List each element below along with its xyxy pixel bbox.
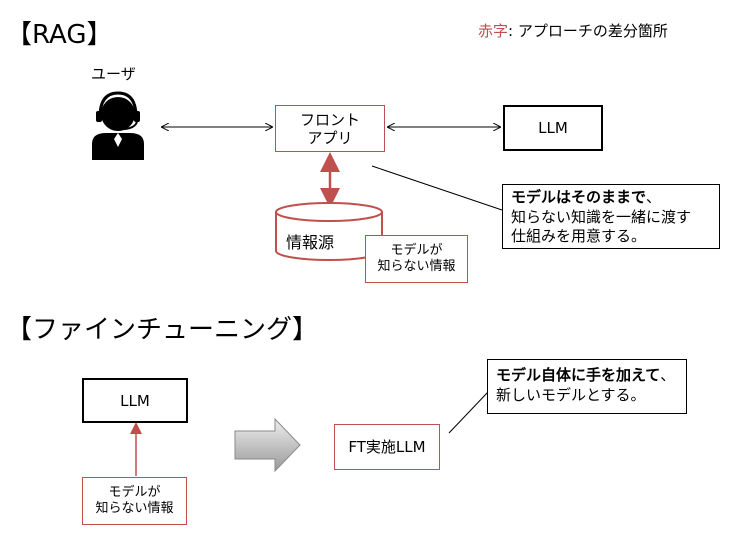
ft-note-line1: モデルが [108,485,161,501]
callout-pointer-rag [371,165,503,211]
ft-heading: 【ファインチューニング】 [6,315,319,345]
ft-callout-line1-rest: 、 [660,366,676,384]
front-app-line2: アプリ [307,128,353,147]
rag-note-line1: モデルが [390,243,443,259]
rag-callout-line1-rest: 、 [646,188,662,206]
rag-callout-line2: 知らない知識を一緒に渡す [511,207,692,226]
block-arrow-right-icon [234,417,301,473]
front-app-box: フロント アプリ [275,105,385,152]
rag-note-box: モデルが 知らない情報 [365,235,468,283]
rag-note-line2: 知らない情報 [377,259,456,274]
legend-red-label: 赤字 [478,22,509,40]
user-headset-icon [92,91,144,160]
legend: 赤字: アプローチの差分箇所 [478,20,668,41]
rag-callout-line3: 仕組みを用意する。 [511,227,647,245]
ft-note-line2: 知らない情報 [95,501,174,516]
llm-label-ft: LLM [120,391,150,410]
llm-label-rag: LLM [538,119,568,137]
ft-llm-label: FT実施LLM [348,438,426,456]
front-app-line1: フロント [299,110,360,129]
callout-pointer-ft [448,391,489,434]
ft-callout-line2: 新しいモデルとする。 [496,386,646,405]
rag-heading: 【RAG】 [6,20,113,50]
llm-box-ft: LLM [82,378,188,423]
llm-box-rag: LLM [503,105,603,151]
ft-note-box: モデルが 知らない情報 [82,477,187,525]
legend-text: : アプローチの差分箇所 [508,22,668,40]
rag-callout-bold: モデルはそのままで [511,188,647,206]
info-source-label: 情報源 [286,233,335,252]
rag-callout: モデルはそのままで、 知らない知識を一緒に渡す 仕組みを用意する。 [502,184,720,249]
user-label: ユーザ [91,65,136,83]
ft-llm-box: FT実施LLM [334,424,440,470]
ft-callout-bold: モデル自体に手を加えて [496,366,661,384]
ft-callout: モデル自体に手を加えて、 新しいモデルとする。 [487,359,687,414]
